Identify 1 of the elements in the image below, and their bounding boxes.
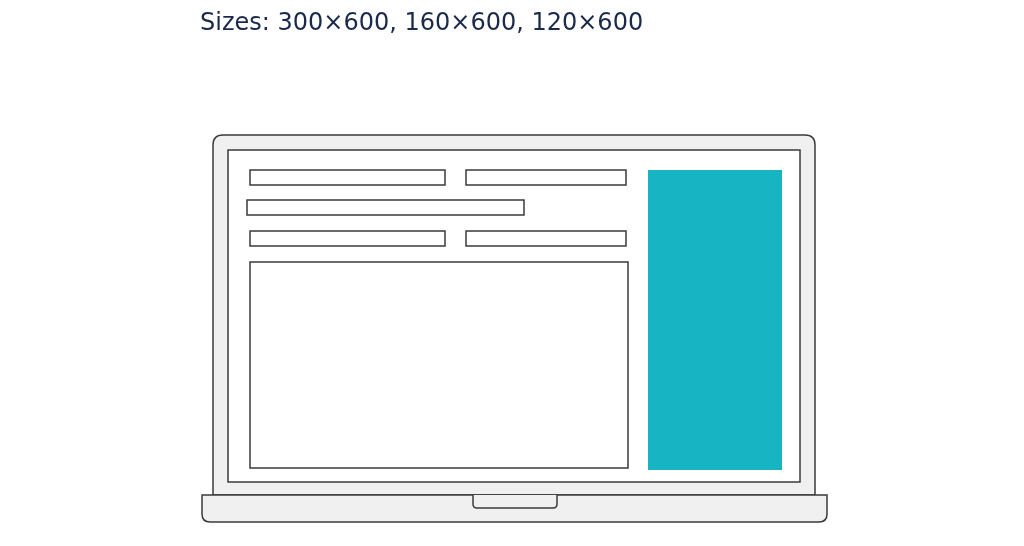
- title: Sizes: 300×600, 160×600, 120×600: [200, 8, 644, 36]
